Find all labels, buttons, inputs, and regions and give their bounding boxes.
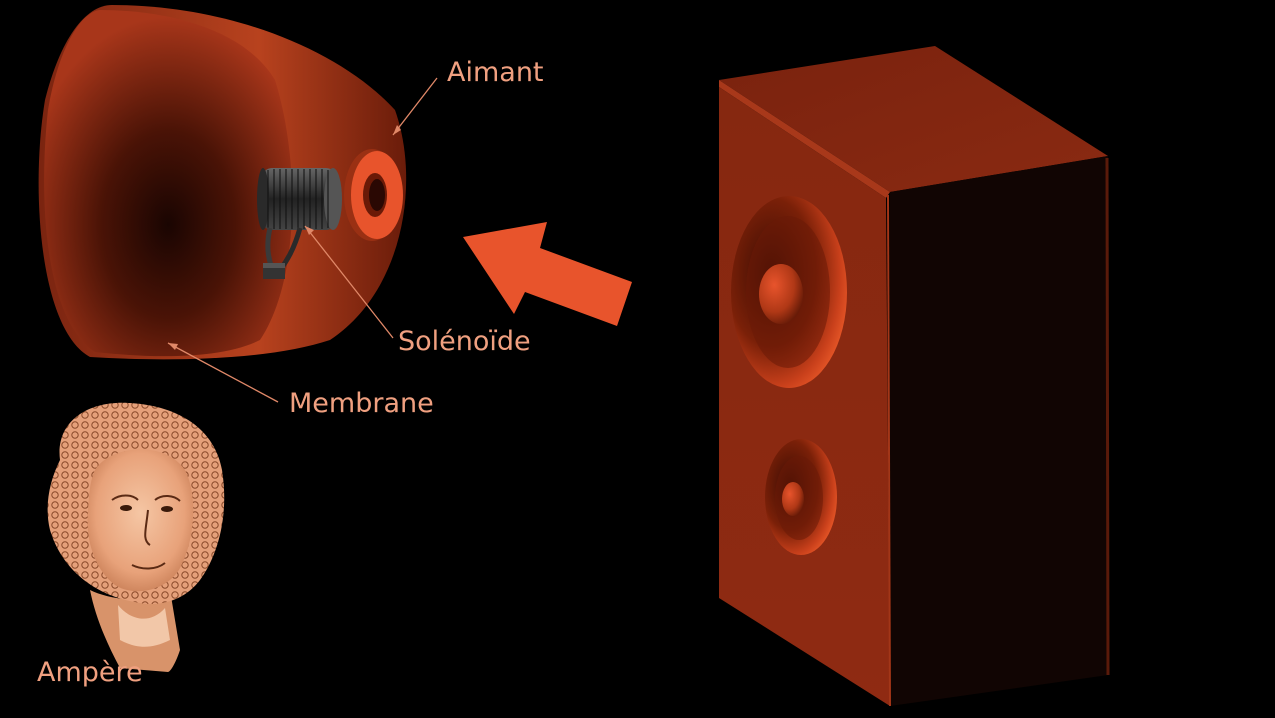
zoom-arrow [463,222,632,326]
tweeter [765,439,837,555]
speaker-cabinet [719,46,1110,707]
solenoid-leader-arrowhead [305,226,314,235]
solenoid-leader-line [304,225,394,339]
cabinet-top-edge [719,80,890,198]
magnet-leader-arrowhead [393,125,401,135]
magnet-ring [344,149,403,241]
membrane-leader-arrowhead [168,343,178,350]
magnet-label: Aimant [447,57,544,88]
membrane-inner [44,10,293,357]
woofer [731,196,847,388]
speaker-cone [38,5,407,360]
solenoid-label: Solénoïde [398,326,531,357]
membrane-label: Membrane [289,388,434,419]
magnet-leader-line [392,77,438,136]
portrait-name-label: Ampère [37,657,143,688]
membrane-leader-line [167,342,279,403]
solenoid-coil [257,168,342,279]
ampere-portrait [47,402,225,672]
cabinet-top [719,46,1108,192]
cabinet-side [890,156,1108,706]
portrait-face [87,449,194,592]
leader-lines [167,77,438,403]
